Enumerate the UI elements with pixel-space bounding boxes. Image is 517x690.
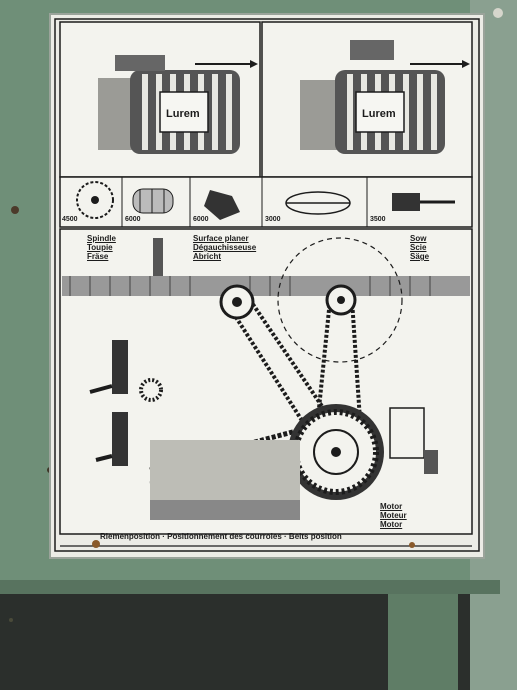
mortise-bit-icon (285, 191, 351, 215)
speed-3000: 3000 (265, 216, 281, 223)
handwheel-lower (112, 412, 128, 466)
spindle-label-en: Spindle (87, 234, 116, 243)
spindle-label-fr: Toupie (87, 243, 113, 252)
brand-label-right: Lurem (362, 108, 396, 120)
drill-chuck-icon (392, 193, 455, 211)
saw-blade-icon (76, 181, 114, 219)
planer-label: Surface planer Dégauchisseuse Abricht (193, 234, 256, 261)
motor-label-de: Motor (380, 520, 403, 529)
planer-cutter-icon (132, 188, 174, 214)
plate-footer: Riemenposition · Positionnement des cour… (100, 532, 342, 541)
table-bar (62, 276, 470, 296)
motor-label-en: Motor (380, 502, 403, 511)
planer-label-de: Abricht (193, 252, 221, 261)
saw-label-en: Sow (410, 234, 427, 243)
motor-label: Motor Moteur Motor (380, 502, 407, 529)
motor-label-fr: Moteur (380, 511, 407, 520)
spindle-label: Spindle Toupie Fräse (87, 234, 116, 261)
planer-label-en: Surface planer (193, 234, 249, 243)
saw-label-de: Säge (410, 252, 430, 261)
speed-4500: 4500 (62, 216, 78, 223)
saw-label-fr: Scie (410, 243, 427, 252)
machine-leg (388, 585, 458, 690)
motor-drawing-left (98, 55, 258, 154)
motor-drawing-right (300, 40, 470, 154)
gear-icon (139, 378, 163, 402)
motor-pulley (288, 404, 384, 500)
speed-3500: 3500 (370, 216, 386, 223)
motor-box (389, 407, 425, 459)
brand-label-left: Lurem (166, 108, 200, 120)
saw-label: Sow Scie Säge (410, 234, 429, 261)
speed-6000-a: 6000 (125, 216, 141, 223)
planer-label-fr: Dégauchisseuse (193, 243, 257, 252)
speed-6000-b: 6000 (193, 216, 209, 223)
spindle-cutter-icon (204, 190, 240, 220)
spindle-label-de: Fräse (87, 252, 109, 261)
handwheel-upper (112, 340, 128, 394)
planer-drum (150, 440, 300, 500)
spindle-shaft (153, 238, 163, 276)
saw-circle (277, 237, 403, 363)
